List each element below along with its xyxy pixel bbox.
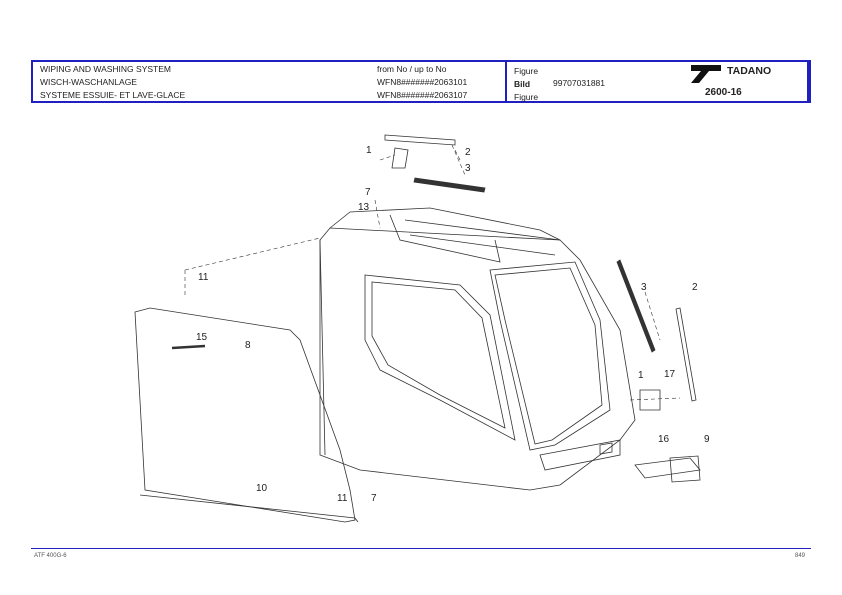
callout: 2 [692,282,698,293]
footer-line [31,548,811,549]
callout: 17 [664,369,676,380]
right-border [807,62,809,101]
callout: 11 [337,493,348,504]
range-label: from No / up to No [377,64,447,74]
callout: 9 [704,434,710,445]
tadano-logo-icon [691,65,721,83]
callout: 10 [256,483,268,494]
callout: 2 [465,147,471,158]
callout: 13 [358,202,370,213]
header-box: WIPING AND WASHING SYSTEM WISCH-WASCHANL… [31,60,811,103]
callout: 3 [465,163,471,174]
title-fr: SYSTEME ESSUIE- ET LAVE-GLACE [40,90,186,100]
callout: 15 [196,332,208,343]
callout: 8 [245,340,251,351]
footer-model: ATF 400G-6 [34,553,67,559]
page-code: 2600-16 [705,87,742,98]
title-de: WISCH-WASCHANLAGE [40,77,137,87]
callout: 11 [198,272,209,283]
callout: 16 [658,434,670,445]
figure-label: Figure [514,66,539,76]
callout: 3 [641,282,647,293]
callout: 1 [366,145,372,156]
drawing-number: 99707031881 [553,78,606,88]
range-from: WFN8#######2063101 [377,77,468,87]
callout: 1 [638,370,644,381]
callout: 7 [371,493,377,504]
range-to: WFN8#######2063107 [377,90,468,100]
callout: 7 [365,187,371,198]
divider [505,62,507,101]
footer-page: 849 [795,553,806,559]
bild-label: Bild [514,79,531,89]
brand-name: TADANO [727,65,772,77]
title-en: WIPING AND WASHING SYSTEM [40,64,171,74]
figure-label-fr: Figure [514,92,539,102]
